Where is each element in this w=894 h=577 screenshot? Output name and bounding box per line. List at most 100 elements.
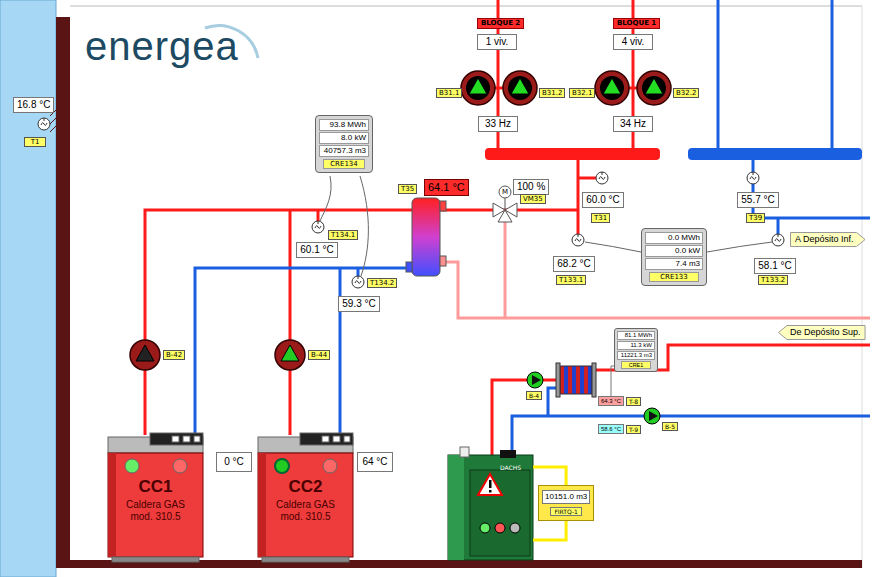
node-text: T134.2 xyxy=(370,279,394,287)
tag-label: B-4 xyxy=(526,391,542,400)
tag-label: B-42 xyxy=(163,350,185,360)
node-text: 8.0 kW xyxy=(319,132,369,144)
node-text: 40757.3 m3 xyxy=(319,145,369,157)
node-text: B-42 xyxy=(166,351,182,359)
node-text: CC2 xyxy=(258,477,353,497)
node-text: B-5 xyxy=(665,423,675,430)
node-text: T39 xyxy=(749,214,762,222)
value-box: 59.3 °C xyxy=(338,296,380,312)
node-text: 16.8 °C xyxy=(17,99,50,111)
tag-label: T31 xyxy=(591,213,610,223)
node-text: B32.1 xyxy=(572,89,592,97)
inlet-tag: De Depósito Sup. xyxy=(778,325,866,340)
value-box: 60.1 °C xyxy=(296,242,338,258)
node-text: B-44 xyxy=(311,351,327,359)
tag-label: B32.1 xyxy=(569,88,595,98)
node-text: 58.1 °C xyxy=(758,260,792,272)
node-text: 4 viv. xyxy=(617,36,649,48)
gas-boiler: CC2Caldera GAS mod. 310.5 xyxy=(258,453,353,557)
outlet-tag: A Depósito Inf. xyxy=(790,232,866,247)
temperature-box: 64 °C xyxy=(357,452,393,472)
tag-label: T134.1 xyxy=(328,230,358,240)
node-text: 60.0 °C xyxy=(586,194,620,206)
tag-label: VM35 xyxy=(520,194,546,204)
value-box: 16.8 °C xyxy=(13,97,54,113)
node-text: 7.4 m3 xyxy=(645,258,703,270)
node-text: CC1 xyxy=(108,477,203,497)
tag-label: T-9 xyxy=(626,425,641,434)
value-box: 58.1 °C xyxy=(754,258,796,274)
tag-label: T134.2 xyxy=(367,278,397,288)
motor-letter: M xyxy=(502,188,508,196)
energy-meter: 93.8 MWh8.0 kW40757.3 m3CRE134 xyxy=(315,115,373,173)
tag-outline xyxy=(791,233,866,247)
tag-outline xyxy=(779,326,866,340)
temperature-box: 64.3 °C xyxy=(598,396,624,406)
tag-label: T35 xyxy=(398,184,417,194)
node-text: BLOQUE 1 xyxy=(617,19,656,28)
gas-pipe xyxy=(533,521,566,540)
node-text: De Depósito Sup. xyxy=(790,327,861,338)
value-box: 4 viv. xyxy=(613,34,653,50)
tag-label: T133.1 xyxy=(556,275,586,285)
node-text: Caldera GAS mod. 310.5 xyxy=(258,497,353,523)
tag-label: B31.1 xyxy=(436,88,462,98)
node-text: BLOQUE 2 xyxy=(481,19,520,28)
logo-text: energea xyxy=(85,24,239,68)
value-box: 1 viv. xyxy=(477,34,517,50)
node-text: 11221.3 m3 xyxy=(617,351,655,360)
tag-label: B-5 xyxy=(662,422,678,431)
tag-label: T1 xyxy=(24,137,46,147)
value-box: 33 Hz xyxy=(478,116,518,132)
node-text: A Depósito Inf. xyxy=(795,234,854,245)
node-text: 0.0 kW xyxy=(645,245,703,257)
gas-pipe xyxy=(533,467,566,485)
node-text: 0 °C xyxy=(221,456,247,468)
node-text: CRE133 xyxy=(649,272,699,282)
node-text: T-9 xyxy=(629,426,638,433)
node-text: T-8 xyxy=(629,398,638,405)
node-text: T1 xyxy=(27,138,43,146)
node-text: 55.7 °C xyxy=(741,194,775,206)
node-text: 10151.0 m3 xyxy=(542,490,590,504)
node-text: B-4 xyxy=(529,392,539,399)
tag-label: T133.2 xyxy=(758,275,788,285)
tag-label: T-8 xyxy=(626,397,641,406)
node-text: T133.2 xyxy=(761,276,785,284)
node-text: 58.6 °C xyxy=(601,425,621,433)
cogeneration-unit: DACHS xyxy=(448,455,533,560)
temperature-box: 0 °C xyxy=(216,452,252,472)
temperature-box: 58.6 °C xyxy=(598,424,624,434)
value-box: 68.2 °C xyxy=(553,256,595,272)
tag-label: T39 xyxy=(746,213,765,223)
node-text: 60.1 °C xyxy=(300,244,334,256)
node-text: 1 viv. xyxy=(481,36,513,48)
gas-boiler: CC1Caldera GAS mod. 310.5 xyxy=(108,453,203,557)
node-text: 11.3 kW xyxy=(617,341,655,350)
value-box: 100 % xyxy=(513,179,549,195)
node-text: DACHS xyxy=(500,464,533,471)
node-text: Caldera GAS mod. 310.5 xyxy=(108,497,203,523)
value-box: 55.7 °C xyxy=(737,192,779,208)
node-text: 68.2 °C xyxy=(557,258,591,270)
node-text: 64 °C xyxy=(362,456,388,468)
node-text: FIRTQ-1 xyxy=(550,507,582,516)
node-text: 34 Hz xyxy=(617,118,649,130)
node-text: T31 xyxy=(594,214,607,222)
energy-meter: 0.0 MWh0.0 kW7.4 m3CRE133 xyxy=(641,228,707,286)
energy-meter: 81.1 MWh11.3 kW11221.3 m3CRE1 xyxy=(614,328,658,372)
node-text: VM35 xyxy=(523,195,543,203)
tag-label: B32.2 xyxy=(673,88,699,98)
node-text: B32.2 xyxy=(676,89,696,97)
temperature-alarm-box: 64.1 °C xyxy=(424,179,469,196)
node-text: 100 % xyxy=(517,181,545,193)
node-text: 33 Hz xyxy=(482,118,514,130)
gas-meter: 10151.0 m3 FIRTQ-1 xyxy=(538,485,594,521)
block-label: BLOQUE 1 xyxy=(613,18,660,29)
node-text: T134.1 xyxy=(331,231,355,239)
block-label: BLOQUE 2 xyxy=(477,18,524,29)
node-text: B31.1 xyxy=(439,89,459,97)
tag-label: B-44 xyxy=(308,350,330,360)
